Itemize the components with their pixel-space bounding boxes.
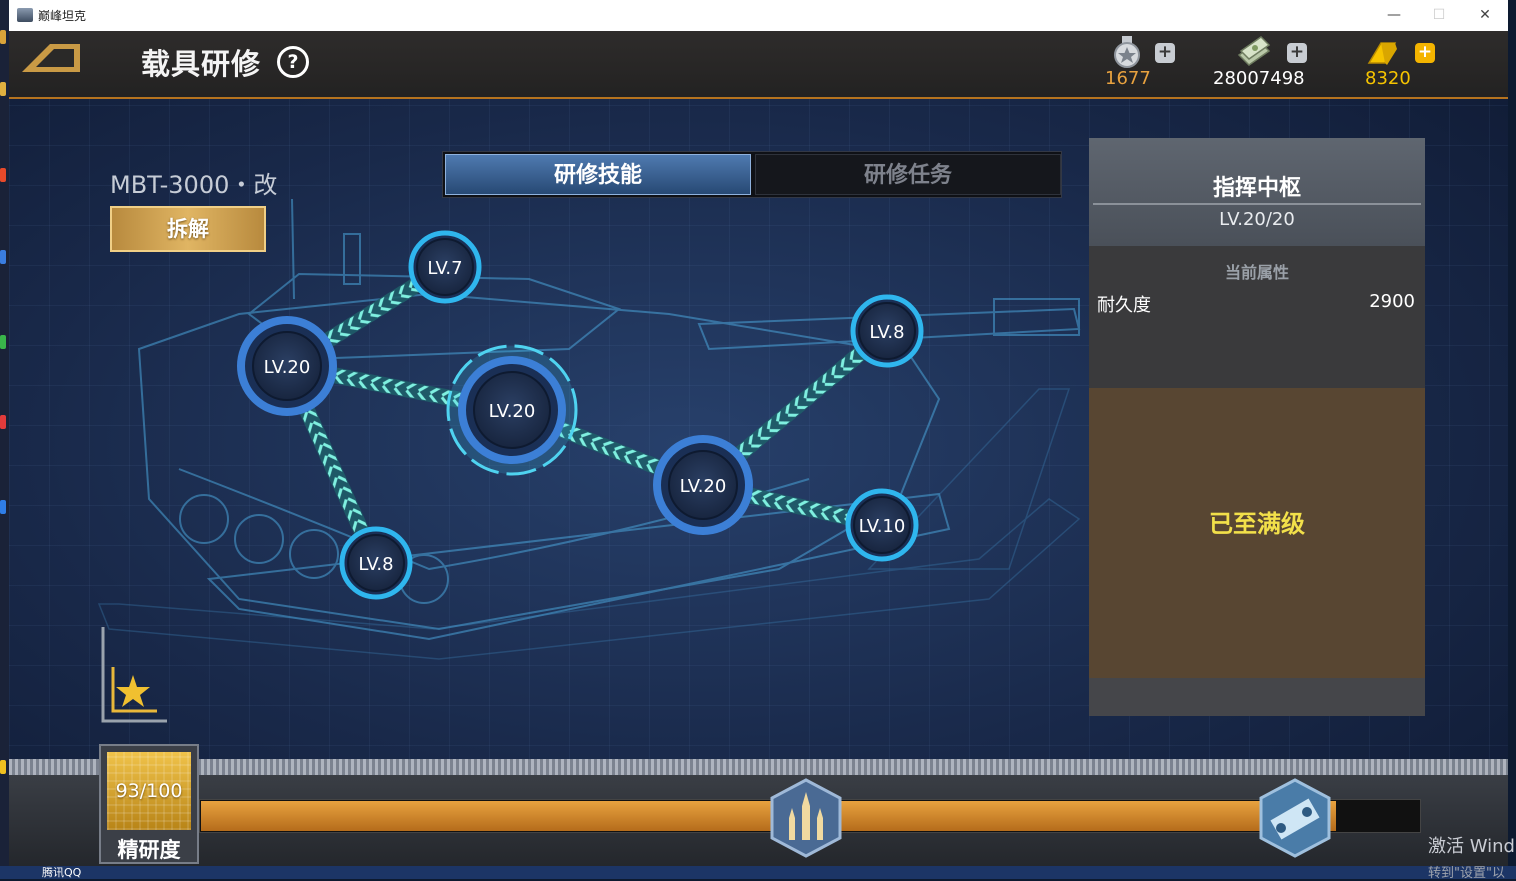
- add-gold-button[interactable]: +: [1415, 43, 1435, 63]
- skill-detail-panel: 指挥中枢 LV.20/20 当前属性 耐久度 2900 已至满级: [1089, 138, 1425, 716]
- add-cash-button[interactable]: +: [1287, 43, 1307, 63]
- skill-node-level: LV.20: [264, 357, 311, 378]
- max-level-box: 已至满级: [1089, 388, 1425, 678]
- game-window: 巅峰坦克 — ☐ ✕ 载具研修 ? + 1677 +: [9, 0, 1508, 866]
- add-medal-button[interactable]: +: [1155, 43, 1175, 63]
- skill-level: LV.20/20: [1219, 209, 1295, 230]
- skill-link-3: [279, 362, 384, 567]
- precision-badge[interactable]: 93/100 精研度: [99, 744, 199, 864]
- skill-node-level: LV.8: [358, 554, 393, 575]
- panel-header: 指挥中枢 LV.20/20: [1089, 138, 1425, 246]
- game-header: 载具研修 ? + 1677 + 28007498: [9, 31, 1508, 99]
- window-title: 巅峰坦克: [38, 9, 87, 23]
- bottom-rail: [9, 759, 1508, 775]
- repair-milestone-icon[interactable]: [1259, 778, 1331, 858]
- skill-link-5: [697, 324, 893, 492]
- skill-node-4[interactable]: LV.8: [339, 526, 413, 600]
- cash-currency: + 28007498: [1213, 31, 1333, 97]
- maximize-button[interactable]: ☐: [1432, 7, 1446, 23]
- skill-node-2[interactable]: LV.20: [237, 316, 337, 416]
- close-button[interactable]: ✕: [1479, 7, 1491, 23]
- research-tabs: 研修技能 研修任务: [442, 151, 1062, 198]
- tab-research-skills[interactable]: 研修技能: [445, 154, 751, 195]
- skill-node-level: LV.20: [489, 401, 536, 422]
- panel-footer: [1089, 678, 1425, 716]
- gold-value: 8320: [1365, 68, 1411, 89]
- cash-icon: [1237, 36, 1271, 66]
- attribute-header: 当前属性: [1224, 263, 1289, 282]
- app-tank-icon: [17, 8, 33, 22]
- dismantle-button[interactable]: 拆解: [110, 206, 266, 252]
- skill-node-7[interactable]: LV.10: [845, 488, 919, 562]
- precision-value: 93/100: [115, 780, 183, 802]
- tank-blueprint-base: [97, 388, 1081, 660]
- medal-icon: [1114, 36, 1140, 68]
- tank-blueprint: [137, 198, 1081, 641]
- precision-value-box: 93/100: [107, 752, 191, 830]
- star-rank-icon[interactable]: [101, 627, 167, 723]
- attribute-name: 耐久度: [1097, 295, 1151, 316]
- missile-milestone-icon[interactable]: [770, 778, 842, 858]
- medal-value: 1677: [1105, 68, 1151, 89]
- minimize-button[interactable]: —: [1387, 7, 1401, 23]
- panel-divider: [1093, 203, 1421, 205]
- taskbar-qq-label[interactable]: 腾讯QQ: [42, 866, 82, 879]
- vehicle-name: MBT-3000・改: [110, 171, 278, 199]
- skill-title: 指挥中枢: [1212, 176, 1301, 201]
- attribute-value: 2900: [1369, 291, 1415, 312]
- gold-bar-icon: [1367, 42, 1397, 65]
- skill-node-6[interactable]: LV.8: [850, 294, 924, 368]
- precision-progress-fill: [201, 801, 1336, 831]
- gold-currency: + 8320: [1361, 31, 1481, 97]
- activate-windows-line1: 激活 Wind: [1428, 836, 1515, 857]
- cash-value: 28007498: [1213, 68, 1305, 89]
- desktop-side-strip: [0, 0, 9, 879]
- windows-taskbar: [0, 866, 1516, 879]
- window-titlebar: 巅峰坦克 — ☐ ✕: [9, 0, 1508, 31]
- precision-label: 精研度: [117, 838, 181, 862]
- skill-node-5[interactable]: LV.20: [653, 435, 753, 535]
- tab-research-tasks[interactable]: 研修任务: [755, 154, 1061, 195]
- skill-node-level: LV.8: [869, 322, 904, 343]
- skill-node-level: LV.20: [680, 476, 727, 497]
- skill-node-3[interactable]: LV.20: [446, 344, 578, 476]
- page-title: 载具研修: [141, 47, 262, 81]
- skill-link-2: [285, 358, 514, 418]
- medal-currency: + 1677: [1099, 31, 1219, 97]
- skill-node-level: LV.10: [859, 516, 906, 537]
- back-arrow-icon[interactable]: [20, 41, 84, 75]
- skill-node-1[interactable]: LV.7: [408, 230, 482, 304]
- activate-windows-line2: 转到"设置"以: [1428, 866, 1505, 881]
- help-icon[interactable]: ?: [277, 46, 309, 78]
- skill-node-level: LV.7: [427, 258, 462, 279]
- max-level-text: 已至满级: [1209, 510, 1305, 538]
